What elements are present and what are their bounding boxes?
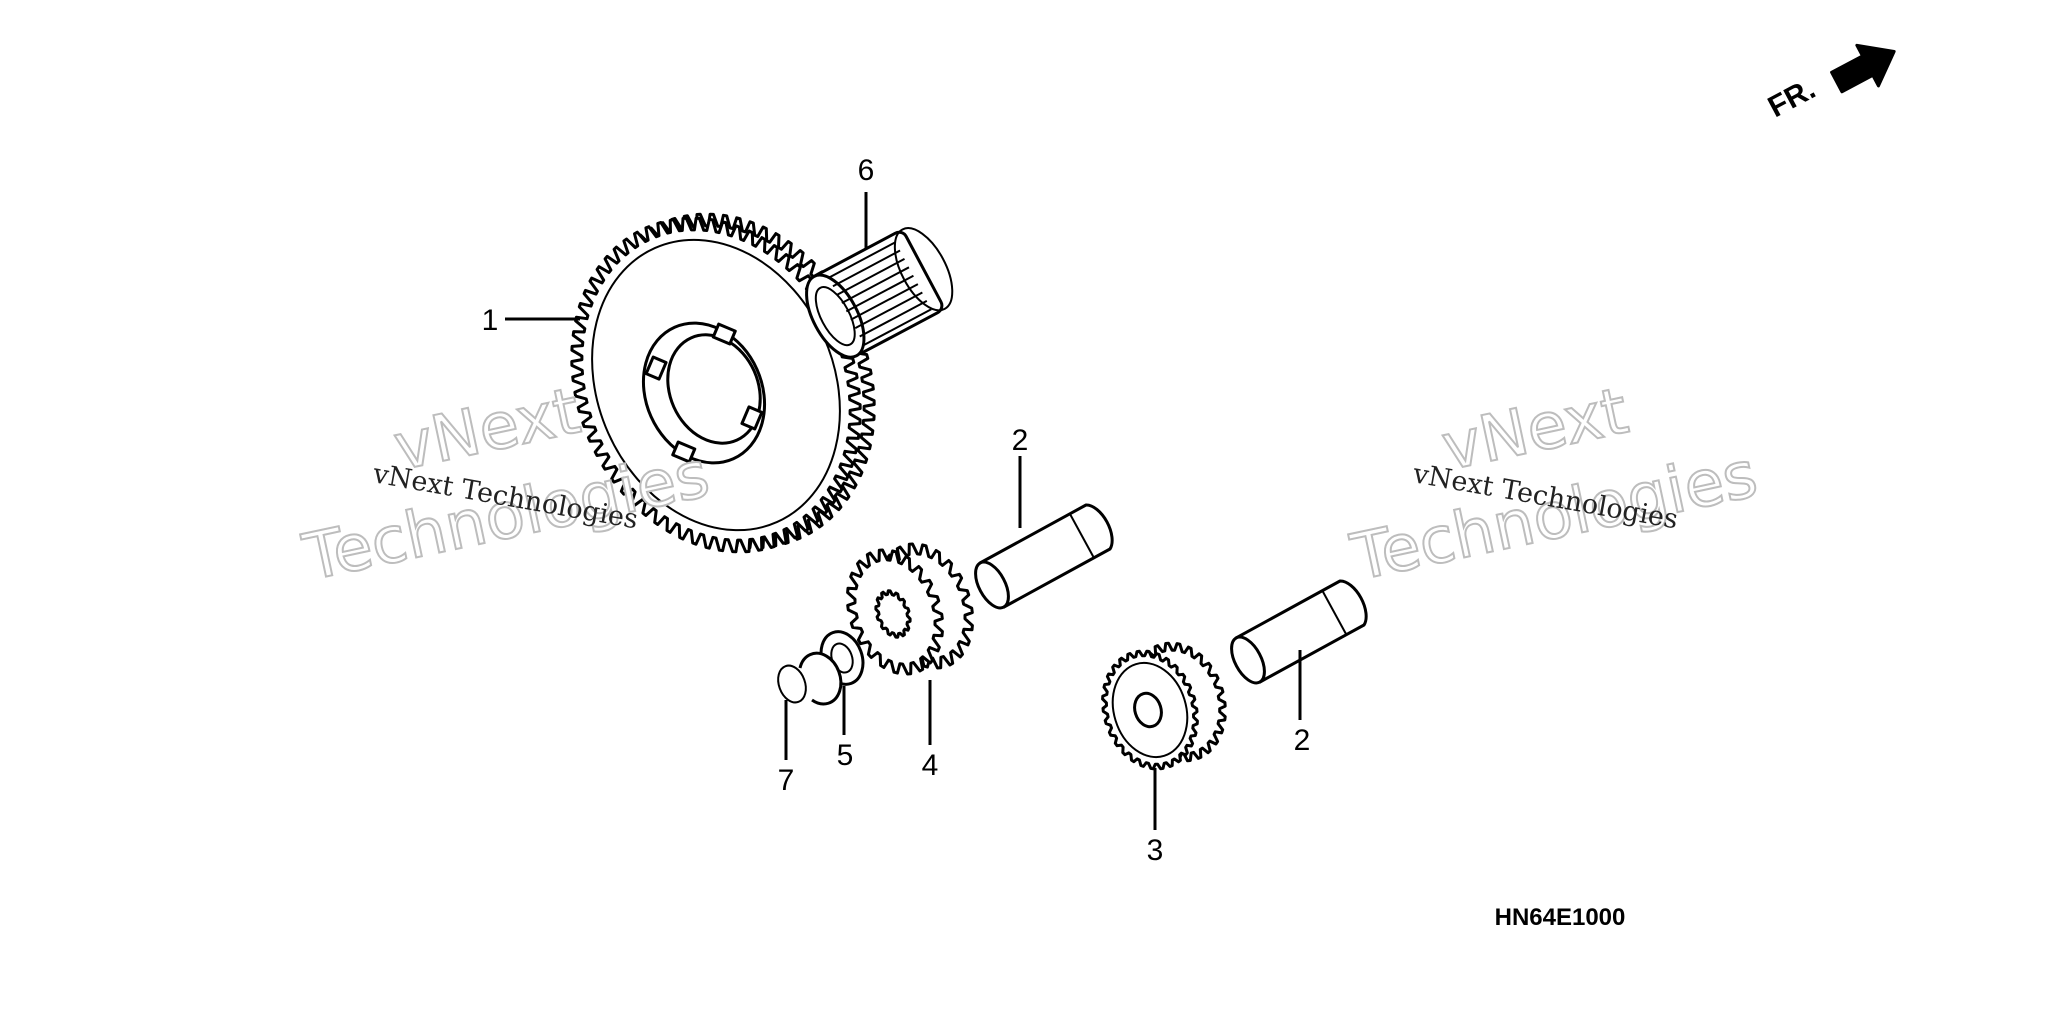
front-direction-indicator: FR.	[1763, 43, 1896, 124]
diagram-code: HN64E1000	[1495, 904, 1626, 931]
callout-3: 3	[1147, 834, 1164, 867]
front-direction-arrow-icon	[1830, 43, 1896, 94]
reduction-gear-part-3	[1101, 641, 1227, 771]
idle-gear-part-4	[846, 542, 974, 676]
circlip-part-7	[777, 651, 843, 706]
shaft-part-2-upper	[974, 503, 1114, 610]
callout-1: 1	[482, 304, 499, 337]
callout-2-upper: 2	[1012, 424, 1029, 457]
callout-7: 7	[778, 764, 795, 797]
callout-4: 4	[922, 749, 939, 782]
shaft-part-2-lower	[1230, 579, 1368, 685]
callout-5: 5	[837, 739, 854, 772]
callout-6: 6	[858, 154, 875, 187]
large-gear-part-1	[570, 212, 876, 554]
callout-2-lower: 2	[1294, 724, 1311, 757]
watermark-right: Technologies vNext vNext Technologies	[1344, 373, 1765, 596]
front-direction-label: FR.	[1763, 72, 1821, 124]
leader-lines	[505, 192, 1302, 830]
needle-bearing-part-6	[805, 227, 954, 359]
